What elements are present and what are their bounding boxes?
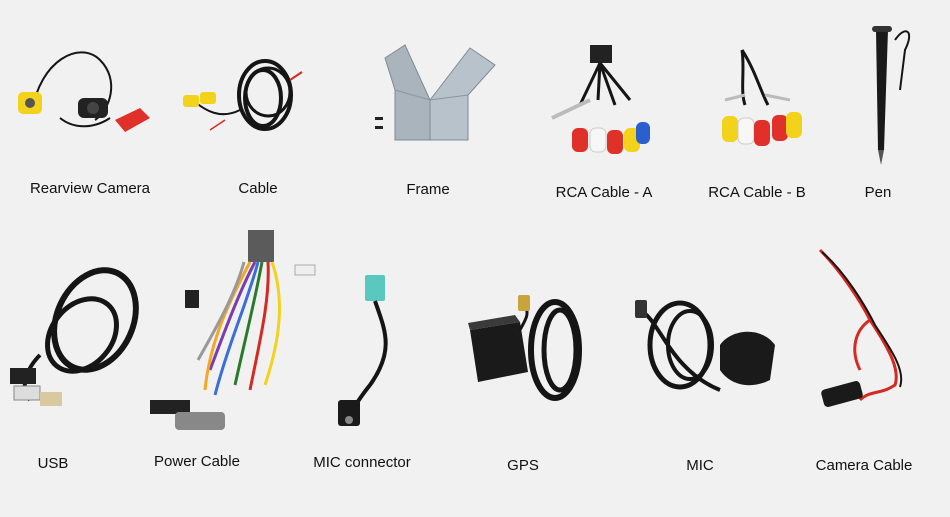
item-label-frame: Frame bbox=[406, 181, 450, 198]
item-label-pen: Pen bbox=[864, 184, 892, 201]
mic-connector-icon bbox=[338, 275, 388, 426]
item-label-gps: GPS bbox=[507, 457, 539, 474]
item-label-rearview-camera: Rearview Camera bbox=[29, 180, 151, 197]
item-label-power-cable: Power Cable bbox=[154, 453, 240, 470]
item-label-cable: Cable bbox=[238, 180, 278, 197]
item-label-rca-cable-b: RCA Cable - B bbox=[708, 184, 806, 201]
gps-antenna-icon bbox=[468, 295, 582, 401]
cable-icon bbox=[183, 59, 303, 131]
item-label-mic-connector: MIC connector bbox=[313, 454, 411, 471]
item-label-usb: USB bbox=[37, 455, 69, 472]
usb-cable-icon bbox=[10, 267, 139, 406]
rca-cable-icon bbox=[722, 49, 802, 146]
microphone-icon bbox=[635, 300, 775, 392]
rca-cable-icon bbox=[551, 45, 650, 154]
frame-icon bbox=[375, 44, 496, 141]
camera-cable-icon bbox=[818, 248, 903, 407]
item-label-camera-cable: Camera Cable bbox=[815, 457, 913, 474]
stylus-pen-icon bbox=[872, 26, 911, 165]
item-label-mic: MIC bbox=[686, 457, 714, 474]
power-harness-icon bbox=[150, 230, 316, 430]
item-label-rca-cable-a: RCA Cable - A bbox=[555, 184, 653, 201]
rearview-camera-icon bbox=[18, 51, 150, 132]
